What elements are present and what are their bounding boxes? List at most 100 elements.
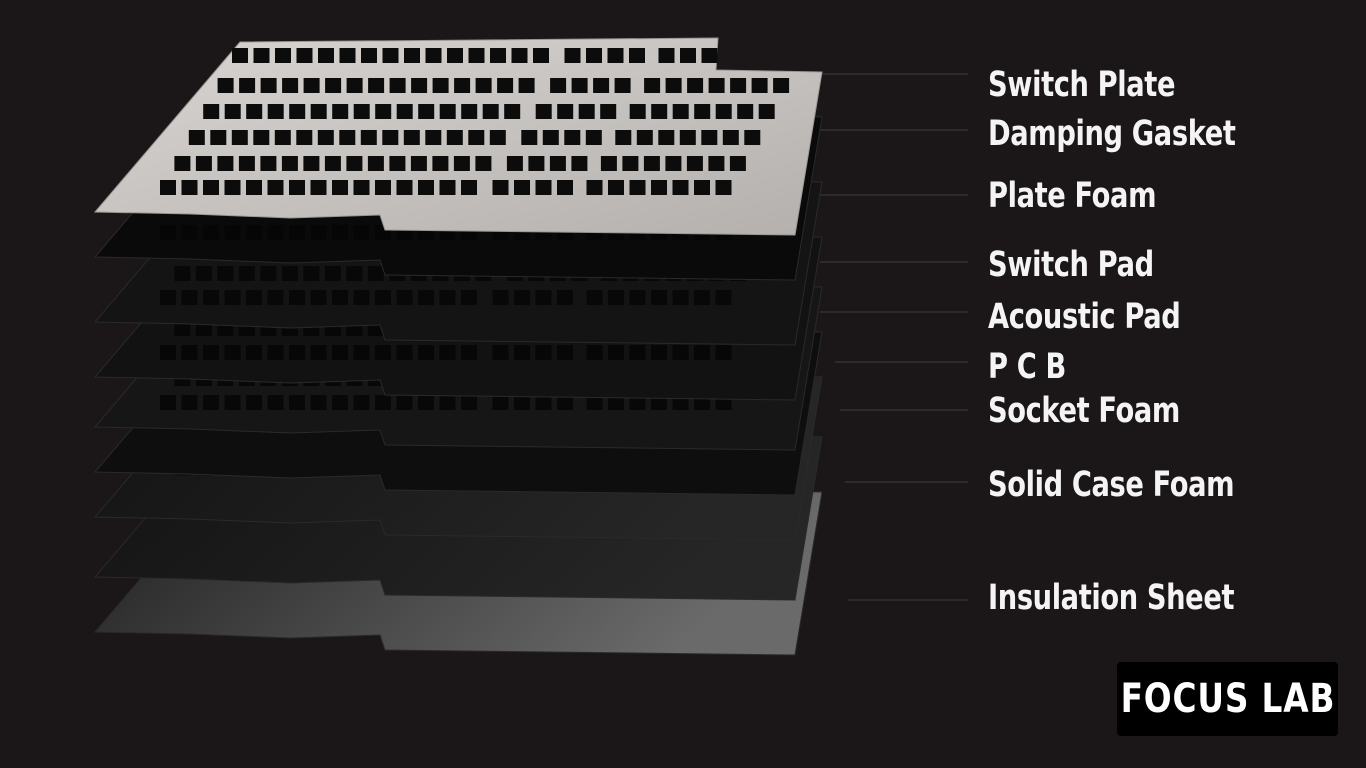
key-cutout [425, 48, 442, 63]
key-cutout [608, 180, 624, 195]
key-cutout [332, 395, 348, 410]
key-cutout [353, 225, 370, 240]
key-cutout [289, 345, 305, 360]
key-cutout [514, 290, 530, 305]
key-cutout [418, 395, 434, 410]
key-cutout [629, 48, 645, 63]
key-cutout [217, 78, 234, 93]
key-cutout [535, 345, 552, 360]
key-cutout [694, 290, 710, 305]
key-cutout [404, 48, 420, 63]
key-cutout [217, 266, 234, 281]
key-cutout [557, 395, 573, 410]
key-cutout [174, 321, 191, 336]
key-cutout [651, 345, 667, 360]
key-cutout [360, 130, 377, 145]
key-cutout [672, 180, 689, 195]
key-cutout [267, 395, 284, 410]
key-cutout [396, 104, 413, 119]
key-cutout [181, 345, 198, 360]
key-cutout [518, 78, 535, 93]
key-cutout [231, 130, 248, 145]
key-cutout [195, 156, 212, 171]
key-cutout [535, 290, 552, 305]
key-cutout [353, 180, 370, 195]
key-cutout [281, 266, 298, 281]
key-cutout [651, 104, 668, 119]
key-cutout [528, 156, 545, 171]
key-cutout [665, 78, 682, 93]
key-cutout [550, 78, 567, 93]
key-cutout [289, 180, 305, 195]
key-cutout [658, 48, 675, 63]
key-cutout [672, 104, 689, 119]
key-cutout [195, 266, 212, 281]
key-cutout [224, 290, 241, 305]
key-cutout [680, 48, 696, 63]
key-cutout [203, 225, 219, 240]
key-cutout [339, 48, 356, 63]
key-cutout [224, 104, 241, 119]
key-cutout [514, 345, 530, 360]
key-cutout [737, 104, 754, 119]
key-cutout [289, 104, 306, 119]
layer-label: Switch Plate [988, 65, 1176, 105]
key-cutout [468, 130, 485, 145]
key-cutout [332, 180, 348, 195]
key-cutout [260, 78, 277, 93]
key-cutout [461, 290, 477, 305]
key-cutout [492, 290, 509, 305]
key-cutout [600, 104, 617, 119]
key-cutout [708, 78, 725, 93]
key-cutout [506, 156, 523, 171]
key-cutout [715, 345, 732, 360]
key-cutout [217, 156, 234, 171]
key-cutout [475, 156, 492, 171]
key-cutout [447, 48, 463, 63]
layer-label: Switch Pad [988, 245, 1154, 285]
key-cutout [701, 130, 718, 145]
key-cutout [203, 345, 219, 360]
layer-label: P C B [988, 347, 1066, 387]
key-cutout [578, 104, 595, 119]
key-cutout [282, 78, 299, 93]
key-cutout [557, 104, 574, 119]
key-cutout [203, 104, 220, 119]
key-cutout [203, 180, 219, 195]
key-cutout [375, 180, 391, 195]
key-cutout [535, 180, 552, 195]
key-cutout [454, 78, 471, 93]
layer-label: Plate Foam [988, 176, 1157, 216]
key-cutout [418, 345, 434, 360]
key-cutout [238, 266, 255, 281]
key-cutout [289, 225, 305, 240]
key-cutout [260, 156, 277, 171]
key-cutout [346, 266, 363, 281]
key-cutout [246, 104, 263, 119]
key-cutout [629, 290, 646, 305]
key-cutout [644, 78, 661, 93]
key-cutout [332, 225, 348, 240]
key-cutout [318, 48, 334, 63]
key-cutout [339, 130, 356, 145]
key-cutout [324, 266, 341, 281]
key-cutout [701, 48, 718, 63]
key-cutout [375, 345, 391, 360]
key-cutout [586, 180, 603, 195]
key-cutout [432, 156, 449, 171]
key-cutout [232, 48, 248, 63]
key-cutout [396, 290, 413, 305]
key-cutout [246, 345, 262, 360]
key-cutout [564, 130, 581, 145]
key-cutout [608, 290, 624, 305]
key-cutout [475, 78, 492, 93]
key-cutout [411, 78, 428, 93]
key-cutout [253, 48, 270, 63]
key-cutout [224, 395, 241, 410]
key-cutout [382, 48, 399, 63]
key-cutout [730, 78, 747, 93]
layer-label: Socket Foam [988, 391, 1180, 431]
key-cutout [403, 130, 420, 145]
key-cutout [511, 48, 528, 63]
key-cutout [461, 180, 477, 195]
